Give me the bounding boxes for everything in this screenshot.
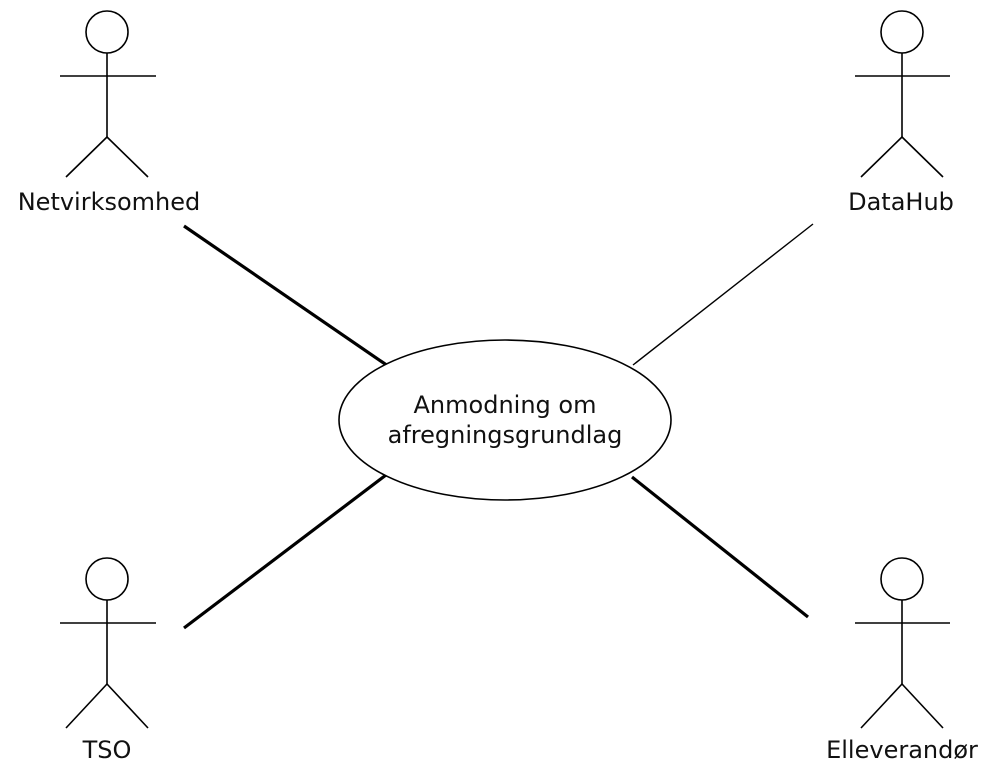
actor-datahub[interactable]: DataHub [848, 10, 954, 216]
use-case-anmodning-om-afregningsgrundlag[interactable]: Anmodning om afregningsgrundlag [338, 339, 672, 501]
actor-label: Elleverandør [826, 736, 978, 761]
stick-figure-icon [60, 557, 156, 729]
association-elleverandor [631, 475, 809, 619]
use-case-ellipse [338, 339, 672, 501]
actor-tso[interactable]: TSO [60, 557, 156, 761]
actor-elleverandor[interactable]: Elleverandør [826, 557, 978, 761]
use-case-label-line-2: afregningsgrundlag [388, 421, 623, 449]
stick-figure-icon [855, 557, 950, 729]
actor-label: TSO [82, 736, 132, 761]
stick-figure-icon [855, 10, 950, 178]
actor-label: DataHub [848, 188, 954, 216]
use-case-label-line-1: Anmodning om [414, 391, 597, 419]
actor-label: Netvirksomhed [18, 188, 201, 216]
association-netvirksomhed [183, 224, 389, 368]
association-tso [183, 473, 387, 630]
association-datahub [632, 223, 814, 366]
actor-netvirksomhed[interactable]: Netvirksomhed [18, 10, 201, 216]
stick-figure-icon [60, 10, 156, 178]
